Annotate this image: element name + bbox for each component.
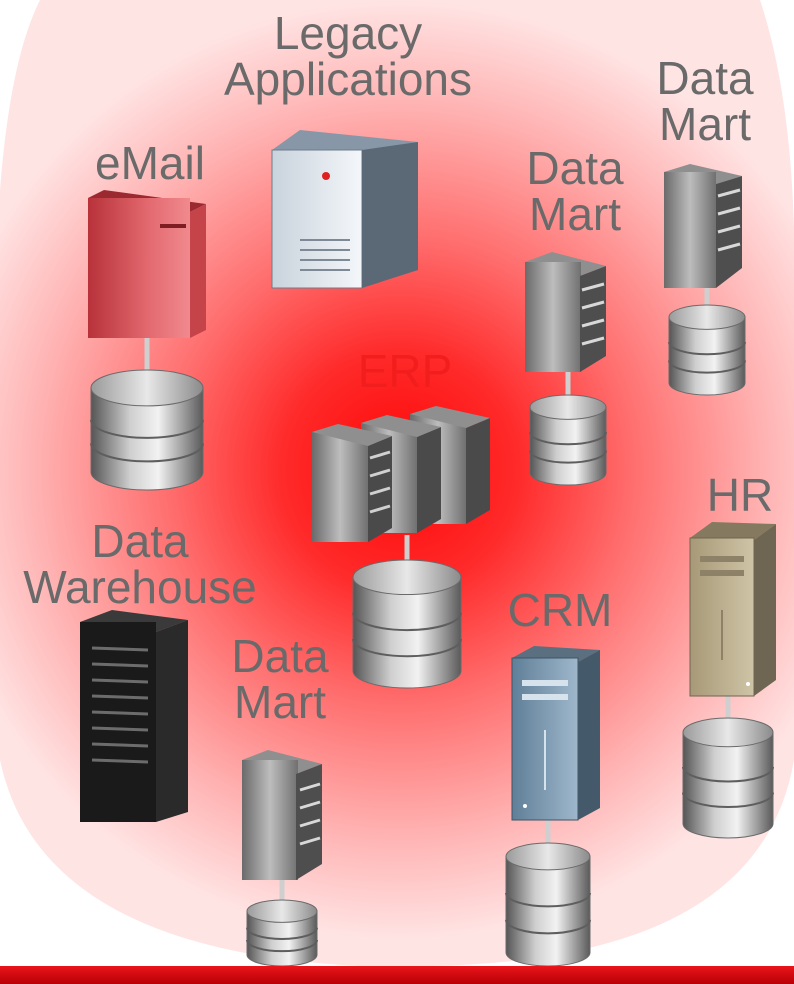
data-mart-server-icon [242,750,322,880]
database-cylinder-icon [352,559,462,689]
label-email: eMail [95,137,205,189]
database-cylinder-icon [682,717,774,839]
label-crm: CRM [507,584,613,636]
hr-server-icon [689,522,776,697]
label-data-warehouse: Data Warehouse [23,515,257,613]
data-warehouse-rack-icon [80,610,188,822]
erp-server-cluster-icon [312,406,490,542]
bottom-accent-bar [0,966,794,984]
database-cylinder-icon [90,369,204,491]
crm-server-icon [511,646,600,821]
data-mart-server-icon [664,164,742,288]
label-data-mart-middle: Data Mart [526,142,624,240]
label-data-mart-top-right: Data Mart [656,52,754,150]
label-legacy-applications: Legacy Applications [223,7,473,105]
label-hr: HR [706,469,774,521]
database-cylinder-icon [505,842,591,967]
database-cylinder-icon [668,304,746,396]
legacy-server-icon [271,130,418,289]
database-cylinder-icon [529,394,607,486]
red-server-icon [88,190,206,338]
label-erp: ERP [357,345,453,397]
database-cylinder-icon [246,899,318,967]
label-data-mart-bottom: Data Mart [231,630,329,728]
data-mart-server-icon [525,252,606,372]
